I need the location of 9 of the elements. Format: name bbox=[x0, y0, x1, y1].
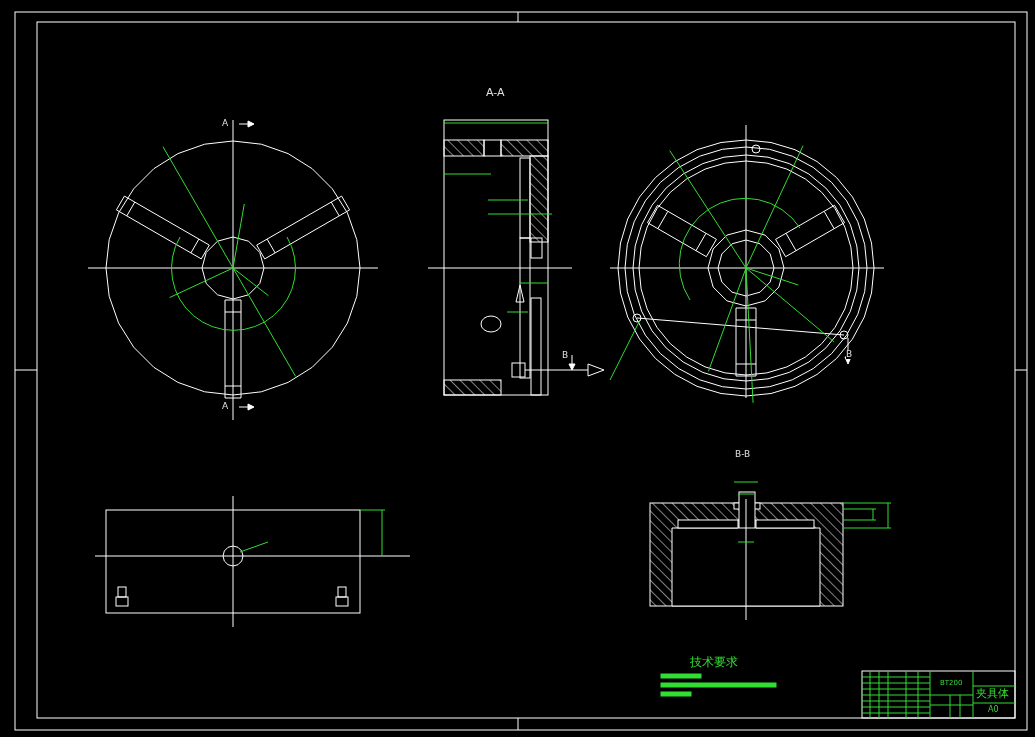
section-letter: A bbox=[222, 119, 229, 128]
section-letter: B bbox=[562, 351, 569, 360]
section-letter: A bbox=[222, 402, 229, 411]
sheet-size: A0 bbox=[988, 706, 999, 714]
notes-heading: 技术要求 bbox=[690, 656, 738, 668]
section-letter: B bbox=[846, 350, 853, 359]
part-name: 夹具体 bbox=[976, 688, 1009, 699]
section-title: A-A bbox=[486, 87, 505, 98]
section-title: B-B bbox=[735, 450, 751, 459]
